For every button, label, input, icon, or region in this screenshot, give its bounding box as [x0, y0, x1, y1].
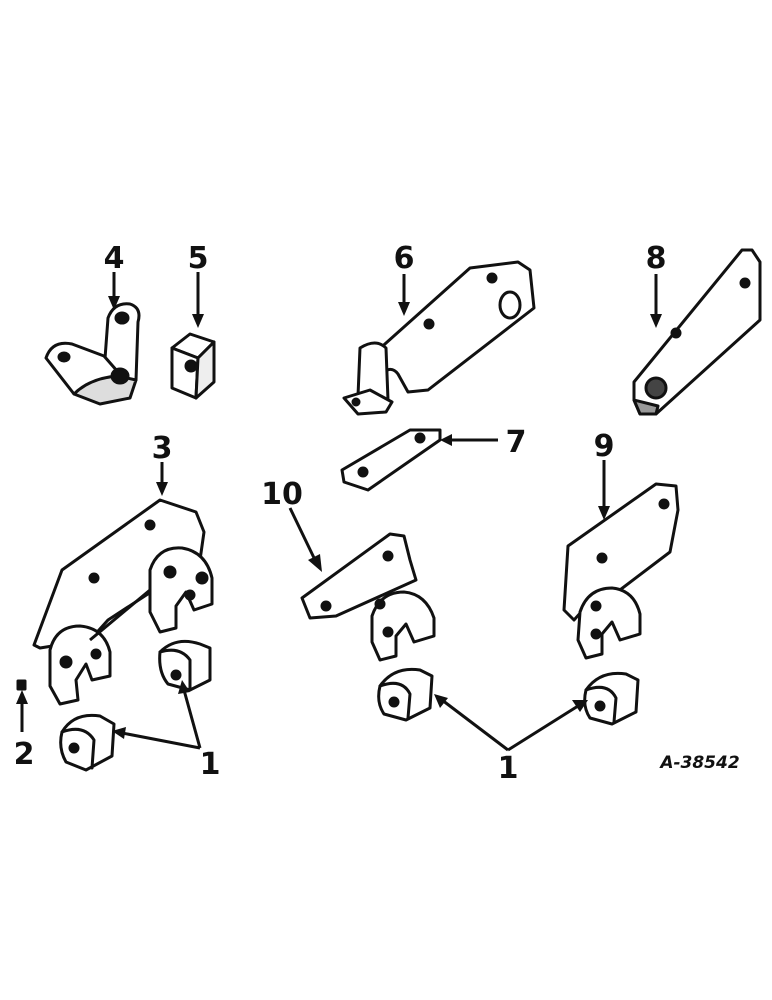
part-10-bracket [300, 532, 436, 662]
part-9-bracket [562, 482, 680, 660]
part-5-square-nut [170, 332, 216, 400]
callout-1-left: 1 [200, 747, 221, 782]
part-3-main-bracket [32, 498, 214, 706]
part-4-bent-bracket [44, 302, 141, 406]
callout-10: 10 [261, 477, 303, 512]
callout-8: 8 [646, 241, 667, 276]
drawing-code: A-38542 [658, 753, 739, 773]
part-6-plate-bracket [342, 260, 536, 416]
part-2-bolt [16, 679, 27, 691]
callout-7: 7 [506, 425, 527, 460]
part-1-saddle-block-left-a [158, 639, 212, 692]
leader-arrows [16, 272, 662, 752]
callout-9: 9 [594, 429, 615, 464]
part-1-saddle-block-right-b [583, 671, 640, 726]
callout-5: 5 [188, 241, 209, 276]
part-7-flat-strap [340, 428, 442, 492]
callout-2: 2 [14, 737, 35, 772]
part-8-long-plate [632, 248, 762, 416]
callout-6: 6 [394, 241, 415, 276]
callout-4: 4 [104, 241, 125, 276]
part-1-saddle-block-left-b [59, 713, 116, 772]
callout-3: 3 [152, 431, 173, 466]
part-1-saddle-block-right-a [377, 667, 434, 722]
callout-1-right: 1 [498, 751, 519, 786]
